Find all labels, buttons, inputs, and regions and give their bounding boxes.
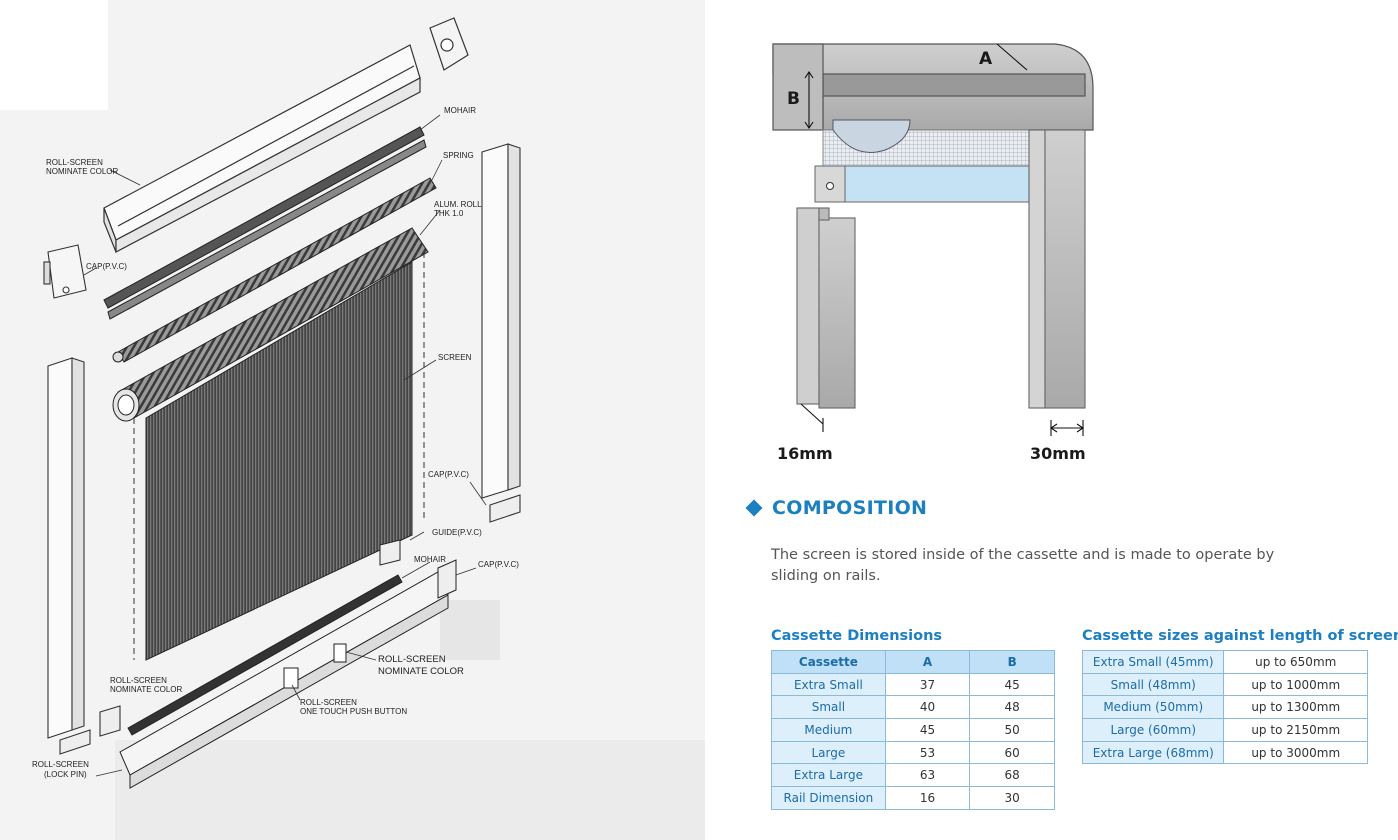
table-row: Rail Dimension 16 30 [771,786,1055,810]
header-b: B [969,650,1055,674]
table-cell: Small [771,695,886,720]
table-cell: Large [771,740,886,765]
table-cell: 40 [884,695,971,720]
table-cell: Extra Small [771,672,886,697]
table-cell: 50 [969,718,1055,742]
table-cell: Rail Dimension [771,786,886,810]
table-cell: 16 [884,786,971,810]
table-row: Large (60mm) up to 2150mm [1081,718,1368,742]
label-roll-screen-1: ROLL-SCREEN [46,158,103,167]
exploded-assembly-drawing: MOHAIR ROLL-SCREEN NOMINATE COLOR SPRING… [0,0,705,840]
label-mohair-bottom: MOHAIR [414,555,446,564]
table-row: Extra Small 37 45 [771,672,1055,697]
table-cell: 63 [884,763,971,788]
table-cell: Small (48mm) [1081,672,1225,697]
table-cell: up to 1300mm [1223,695,1368,720]
label-cap-right: CAP(P.V.C) [428,470,469,479]
label-roll-screen-2: NOMINATE COLOR [46,167,119,176]
exploded-view-svg: MOHAIR ROLL-SCREEN NOMINATE COLOR SPRING… [0,0,521,789]
table-cell: Extra Small (45mm) [1081,650,1225,674]
table-cell: up to 650mm [1223,650,1368,674]
table-row: Medium 45 50 [771,718,1055,742]
label-lock-pin-1: ROLL-SCREEN [32,760,89,769]
label-roll-screen-left-1: ROLL-SCREEN [110,676,167,685]
mohair-strip-top [103,126,427,320]
guide-rail-left [47,357,121,755]
table-cell: 60 [969,740,1055,765]
mesh-screen [133,252,425,661]
label-screen: SCREEN [438,353,472,362]
label-cap-left: CAP(P.V.C) [86,262,127,271]
spring [112,177,437,363]
table-row: Extra Large (68mm) up to 3000mm [1081,740,1368,765]
guide-rail-right [481,143,521,523]
table-cell: up to 1000mm [1223,672,1368,697]
rail-right-dimension: 30mm [1030,444,1086,463]
table-cell: 53 [884,740,971,765]
composition-heading: COMPOSITION [745,497,928,519]
table-row: Small (48mm) up to 1000mm [1081,672,1368,697]
table-cell: 45 [969,672,1055,697]
cap-left [43,244,87,299]
top-cassette [103,17,469,253]
dimension-lines [800,43,1084,436]
label-push-button-2: ONE TOUCH PUSH BUTTON [300,707,407,716]
label-cap-bottom: CAP(P.V.C) [478,560,519,569]
label-alum-roll-1: ALUM. ROLL [434,200,482,209]
table-cell: 30 [969,786,1055,810]
diamond-bullet-icon [745,499,763,517]
table-cell: Extra Large (68mm) [1081,740,1225,765]
left-rail [796,207,856,409]
header-cassette: Cassette [771,650,886,674]
cassette-sizes-table: Extra Small (45mm) up to 650mm Small (48… [1081,650,1368,765]
cassette-dimension-diagram: A B 16mm 30mm [772,43,1094,463]
dimension-a-label: A [979,49,993,69]
label-roll-screen-left-2: NOMINATE COLOR [110,685,183,694]
label-roll-screen-bottom-2: NOMINATE COLOR [378,666,464,677]
roll-curve [832,119,911,153]
label-alum-roll-2: THK 1.0 [434,209,464,218]
bottom-bar-diagram [814,165,1048,203]
table-row: Small 40 48 [771,695,1055,720]
dimension-b-label: B [787,89,800,109]
right-rail [1028,129,1086,409]
composition-description: The screen is stored inside of the casse… [771,547,1275,584]
roller-tube [112,227,429,422]
table-cell: 68 [969,763,1055,788]
table-cell: Large (60mm) [1081,718,1225,742]
table-row: Extra Large 63 68 [771,763,1055,788]
table-cell: 37 [884,672,971,697]
bottom-bar [119,539,457,789]
table-row: Extra Small (45mm) up to 650mm [1081,650,1368,674]
rail-left-dimension: 16mm [777,444,833,463]
composition-title: COMPOSITION [772,497,928,519]
table-cell: up to 2150mm [1223,718,1368,742]
label-push-button-1: ROLL-SCREEN [300,698,357,707]
header-a: A [884,650,971,674]
cassette-box [772,43,1094,131]
cassette-dimensions-table: Cassette A B Extra Small 37 45 Small 40 … [771,650,1055,810]
table-cell: up to 3000mm [1223,740,1368,765]
cassette-dimensions-title: Cassette Dimensions [771,628,943,644]
label-guide: GUIDE(P.V.C) [432,528,482,537]
label-mohair-top: MOHAIR [444,106,476,115]
leader-lines [83,114,487,777]
table-cell: Medium (50mm) [1081,695,1225,720]
label-spring: SPRING [443,151,474,160]
table-cell: 48 [969,695,1055,720]
table-cell: Extra Large [771,763,886,788]
table-cell: Medium [771,718,886,742]
table-row: Medium (50mm) up to 1300mm [1081,695,1368,720]
table-header-row: Cassette A B [771,650,1055,674]
table-cell: 45 [884,718,971,742]
table-row: Large 53 60 [771,740,1055,765]
label-lock-pin-2: (LOCK PIN) [44,770,87,779]
label-roll-screen-bottom-1: ROLL-SCREEN [378,654,446,665]
cassette-sizes-title: Cassette sizes against length of screen [1082,628,1398,644]
